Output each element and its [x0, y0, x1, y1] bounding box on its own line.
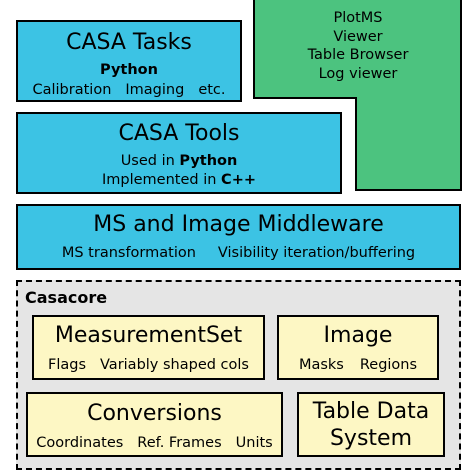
casa-tools-box: CASA Tools Used in Python Implemented in…	[16, 112, 342, 194]
casa-tasks-box: CASA Tasks Python Calibration Imaging et…	[16, 20, 242, 102]
measurement-set-features: Flags Variably shaped cols	[34, 357, 263, 373]
used-in-label: Used in	[120, 153, 175, 169]
casa-tools-used-in: Used in Python	[18, 153, 340, 169]
ms-feature-flags: Flags	[48, 357, 87, 373]
middleware-box: MS and Image Middleware MS transformatio…	[16, 204, 461, 270]
gui-tool-plotms: PlotMS	[333, 10, 383, 26]
task-example-imaging: Imaging	[125, 82, 185, 98]
conversions-box: Conversions Coordinates Ref. Frames Unit…	[26, 392, 283, 457]
casa-tasks-title: CASA Tasks	[66, 30, 192, 55]
implemented-in-label: Implemented in	[102, 172, 217, 188]
image-feature-masks: Masks	[298, 357, 344, 373]
gui-tool-viewer: Viewer	[333, 29, 383, 45]
implemented-in-language: C++	[221, 172, 256, 188]
table-data-system-box: Table Data System	[297, 392, 445, 457]
conversions-features: Coordinates Ref. Frames Units	[28, 435, 281, 451]
gui-tool-table-browser: Table Browser	[307, 47, 409, 63]
ms-feature-variably-shaped-cols: Variably shaped cols	[100, 357, 249, 373]
image-box: Image Masks Regions	[277, 315, 439, 380]
conversions-title: Conversions	[87, 401, 222, 426]
middleware-feature-visibility-iteration: Visibility iteration/buffering	[217, 245, 416, 261]
conversion-feature-coordinates: Coordinates	[36, 435, 124, 451]
middleware-title: MS and Image Middleware	[93, 212, 384, 237]
table-data-system-title-line2: System	[329, 426, 413, 451]
used-in-language: Python	[179, 153, 238, 169]
casacore-title: Casacore	[25, 288, 108, 307]
measurement-set-title: MeasurementSet	[54, 323, 243, 348]
conversion-feature-ref-frames: Ref. Frames	[137, 435, 222, 451]
conversion-feature-units: Units	[235, 435, 273, 451]
gui-tool-log-viewer: Log viewer	[318, 66, 398, 82]
casa-tasks-language: Python	[100, 62, 158, 78]
middleware-feature-ms-transformation: MS transformation	[61, 245, 196, 261]
image-feature-regions: Regions	[359, 357, 418, 373]
casa-tasks-examples: Calibration Imaging etc.	[18, 82, 240, 98]
table-data-system-title-line1: Table Data	[312, 399, 430, 424]
casa-tools-title: CASA Tools	[118, 121, 240, 146]
measurement-set-box: MeasurementSet Flags Variably shaped col…	[32, 315, 265, 380]
task-example-calibration: Calibration	[32, 82, 112, 98]
gui-tools-shape	[253, 0, 462, 191]
image-title: Image	[323, 323, 393, 348]
image-features: Masks Regions	[279, 357, 437, 373]
task-example-etc: etc.	[198, 82, 226, 98]
middleware-features: MS transformation Visibility iteration/b…	[18, 245, 459, 261]
casa-tools-implemented-in: Implemented in C++	[18, 172, 340, 188]
